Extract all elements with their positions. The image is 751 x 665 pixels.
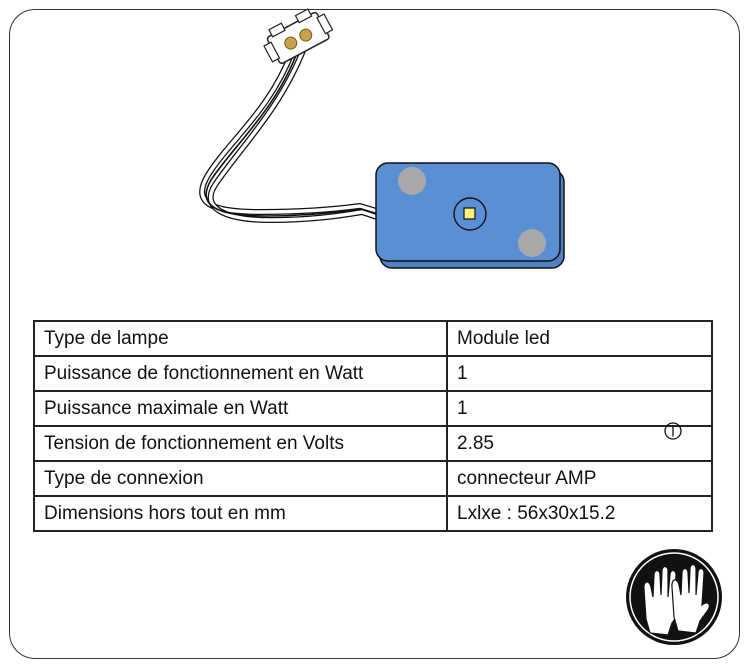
amp-connector: [263, 8, 334, 65]
led-chip: [463, 207, 476, 220]
spec-label: Tension de fonctionnement en Volts: [33, 425, 448, 462]
led-module-illustration: [199, 8, 565, 269]
spec-label: Dimensions hors tout en mm: [33, 495, 448, 532]
spec-label: Puissance de fonctionnement en Watt: [33, 355, 448, 392]
spec-label: Puissance maximale en Watt: [33, 390, 448, 427]
spec-label: Type de connexion: [33, 460, 448, 497]
connector-pin: [299, 28, 313, 42]
led-lens: [453, 197, 487, 231]
wire-harness: [199, 45, 383, 224]
spec-value: Module led: [446, 320, 713, 357]
spec-value: connecteur AMP: [446, 460, 713, 497]
connector-pin: [284, 36, 298, 50]
protective-gloves-icon: [623, 546, 725, 648]
spec-value: 1: [446, 355, 713, 392]
spec-value: 2.85: [446, 425, 713, 462]
spec-value: 1: [446, 390, 713, 427]
mounting-pad: [398, 167, 426, 195]
spec-value: Lxlxe : 56x30x15.2: [446, 495, 713, 532]
info-circle-icon: [664, 422, 682, 440]
mounting-pad: [518, 229, 546, 257]
spec-label: Type de lampe: [33, 320, 448, 357]
led-module-board: [375, 162, 565, 269]
